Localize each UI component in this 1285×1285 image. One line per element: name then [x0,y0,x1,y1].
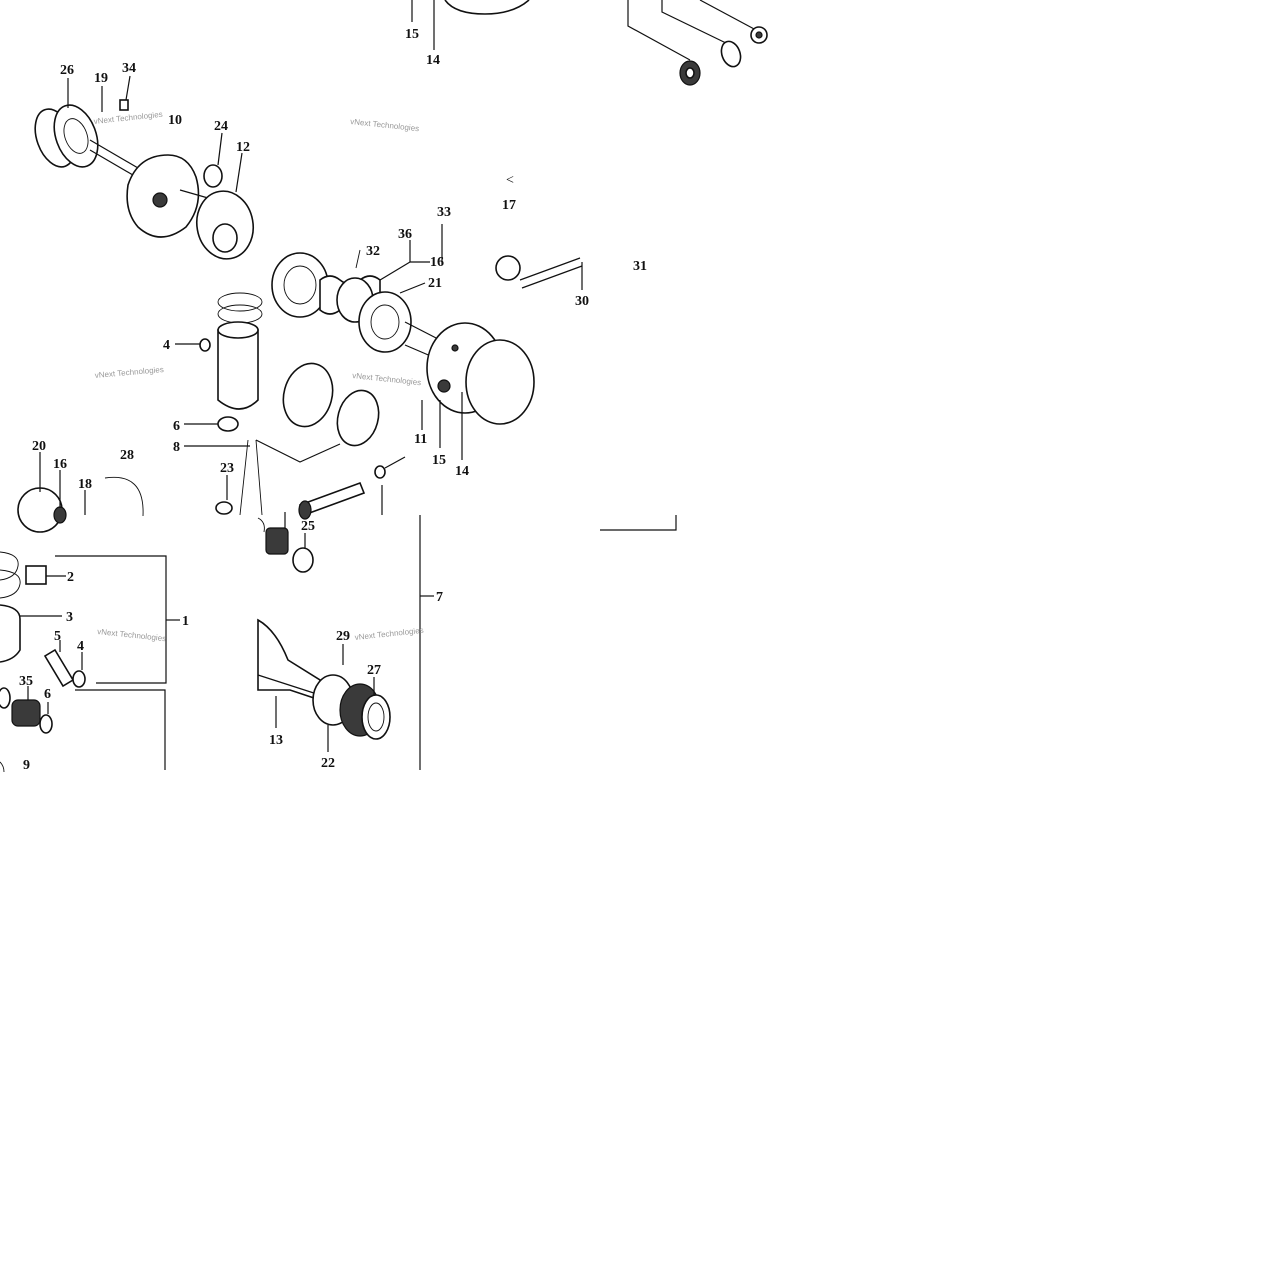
callout-28: 28 [120,448,134,463]
callout-21: 21 [428,276,442,291]
callout-5: 5 [54,629,61,644]
piston-left-middle: 4 6 8 23 vNext Technologies [94,292,263,516]
crankshaft-upper-left: 26 19 34 10 24 12 vNext Technologies [34,61,254,260]
bearing-lower-center: 25 7 29 27 13 22 vNext Technologies [257,512,443,771]
callout-4-mid: 4 [163,338,170,353]
piston-lower-left: 2 3 1 5 4 35 6 9 vNext Technologies [0,551,189,773]
callout-29: 29 [336,629,350,644]
callout-31: 31 [633,259,647,274]
arrow-glyph: < [506,173,514,188]
callout-4-low: 4 [77,639,84,654]
callout-34: 34 [122,61,136,76]
callout-19-top: 19 [94,71,108,86]
bracket-right [600,515,677,531]
callout-24: 24 [214,119,228,134]
callout-6-low: 6 [44,687,51,702]
callout-15-mid: 15 [432,453,446,468]
watermark-4: vNext Technologies [352,371,422,387]
callout-9: 9 [23,758,30,773]
callout-10: 10 [168,113,182,128]
lower-left-parts: 20 16 18 28 [17,439,144,533]
callout-27: 27 [367,663,381,678]
callout-25: 25 [301,519,315,534]
callout-11: 11 [414,432,427,447]
callout-7: 7 [436,590,443,605]
callout-35: 35 [19,674,33,689]
callout-26: 26 [60,63,74,78]
gear-shaft [298,456,406,520]
callout-1: 1 [182,614,189,629]
callout-22: 22 [321,756,335,771]
watermark-2: vNext Technologies [350,117,420,133]
callout-20: 20 [32,439,46,454]
watermark-3: vNext Technologies [94,365,164,380]
callout-6-mid: 6 [173,419,180,434]
callout-2: 2 [67,570,74,585]
top-right-fragment: 15 14 [405,0,768,86]
callout-23: 23 [220,461,234,476]
callout-14-top: 14 [426,53,440,68]
callout-30: 30 [575,294,589,309]
callout-14-mid: 14 [455,464,469,479]
callout-15-top: 15 [405,27,419,42]
callout-12: 12 [236,140,250,155]
callout-33: 33 [437,205,451,220]
callout-13: 13 [269,733,283,748]
crankshaft-center: 33 36 32 16 21 11 15 14 vNext Technologi… [255,205,535,479]
callout-8: 8 [173,440,180,455]
callout-18: 18 [78,477,92,492]
watermark-6: vNext Technologies [354,626,424,642]
callout-16-mid: 16 [430,255,444,270]
kickstart-shaft: 31 30 [495,255,647,309]
callout-17: 17 [502,198,516,213]
callout-36: 36 [398,227,412,242]
watermark-5: vNext Technologies [97,627,167,643]
callout-16-left: 16 [53,457,67,472]
callout-3: 3 [66,610,73,625]
callout-32: 32 [366,244,380,259]
watermark-1: vNext Technologies [93,110,163,126]
